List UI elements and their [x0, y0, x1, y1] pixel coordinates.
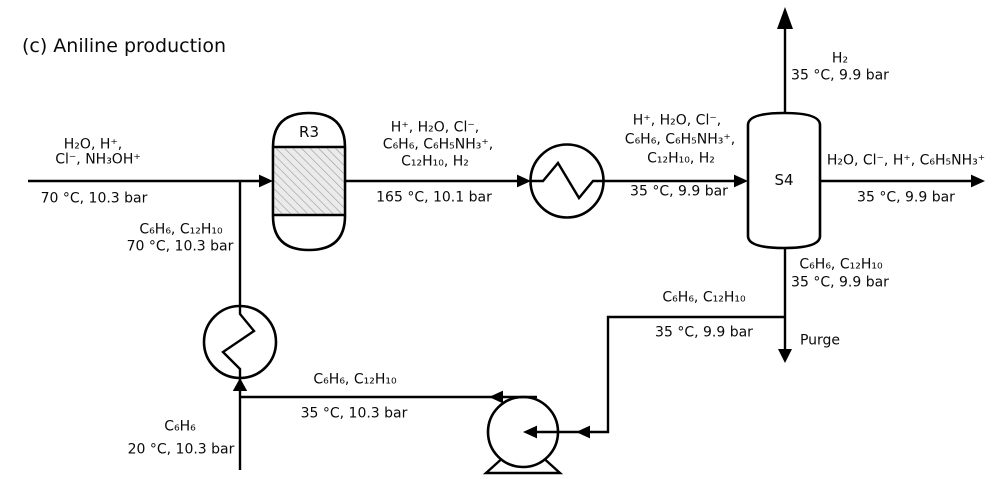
- arrowhead-into-pump: [576, 425, 590, 439]
- separator-vessel: [746, 111, 822, 250]
- reactor-effluent-components-line1: H⁺, H₂O, Cl⁻,: [390, 119, 480, 136]
- reactor-bed-boundary-lines: [273, 145, 345, 217]
- arrowhead-into-separator: [734, 174, 748, 188]
- cooled-effluent-components-line2: C₆H₆, C₆H₅NH₃⁺,: [624, 131, 736, 148]
- arrowhead-into-reactor: [259, 174, 273, 188]
- cooled-effluent-conditions: 35 °C, 9.9 bar: [630, 183, 728, 200]
- heat-exchanger-2-circle: [202, 304, 278, 380]
- separator-bottoms-components: C₆H₆, C₁₂H₁₀: [799, 256, 883, 273]
- aqueous-feed-components-line1: H₂O, H⁺,: [63, 136, 123, 153]
- heat-exchanger-1-zigzag: [531, 160, 603, 201]
- hydrogen-offgas-conditions: 35 °C, 9.9 bar: [791, 67, 889, 84]
- reactor-vessel: [271, 111, 347, 252]
- arrowhead-pump-center: [523, 425, 537, 439]
- diagram-title: (c) Aniline production: [22, 35, 226, 57]
- arrowheads: [232, 7, 985, 439]
- recycle-discharge-conditions: 35 °C, 10.3 bar: [300, 405, 408, 422]
- recycle-suction-components: C₆H₆, C₁₂H₁₀: [662, 289, 746, 306]
- recycle-to-reactor-components: C₆H₆, C₁₂H₁₀: [139, 221, 223, 238]
- aqueous-feed-components-line2: Cl⁻, NH₃OH⁺: [55, 151, 141, 168]
- separator-bottoms-conditions: 35 °C, 9.9 bar: [791, 274, 889, 291]
- hydrogen-offgas-components: H₂: [831, 50, 849, 67]
- aniline-product-conditions: 35 °C, 9.9 bar: [857, 189, 955, 206]
- separator-label: S4: [774, 170, 794, 189]
- cooled-effluent-components-line1: H⁺, H₂O, Cl⁻,: [632, 112, 722, 129]
- pump-symbol: [482, 395, 564, 475]
- arrowhead-into-hx1: [517, 174, 531, 188]
- recycle-discharge-components: C₆H₆, C₁₂H₁₀: [313, 371, 397, 388]
- reactor-effluent-conditions: 165 °C, 10.1 bar: [376, 189, 492, 206]
- recycle-line: [537, 315, 785, 434]
- reactor-effluent-components-line2: C₆H₆, C₆H₅NH₃⁺,: [382, 136, 494, 153]
- purge-label: Purge: [799, 332, 841, 349]
- aqueous-feed-conditions: 70 °C, 10.3 bar: [40, 190, 148, 207]
- arrowhead-product-out: [971, 174, 985, 188]
- arrowhead-pump-discharge: [489, 390, 503, 404]
- heat-exchanger-2-symbol: [202, 304, 278, 380]
- arrowhead-hydrogen-out: [777, 7, 793, 29]
- reactor-catalyst-bed: [274, 148, 344, 214]
- heat-exchanger-2-zigzag: [221, 306, 256, 378]
- stream-lines: [28, 26, 972, 470]
- heat-exchanger-1-symbol: [529, 143, 605, 219]
- reactor-label: R3: [299, 122, 319, 141]
- cooled-effluent-components-line3: C₁₂H₁₀, H₂: [647, 150, 715, 167]
- recycle-to-reactor-conditions: 70 °C, 10.3 bar: [126, 238, 234, 255]
- benzene-feed-components: C₆H₆: [164, 418, 196, 435]
- reactor-effluent-components-line3: C₁₂H₁₀, H₂: [401, 153, 469, 170]
- recycle-suction-conditions: 35 °C, 9.9 bar: [655, 324, 753, 341]
- arrowhead-into-hx2: [232, 378, 248, 391]
- aniline-product-components: H₂O, Cl⁻, H⁺, C₆H₅NH₃⁺: [826, 152, 986, 169]
- benzene-feed-conditions: 20 °C, 10.3 bar: [127, 441, 235, 458]
- arrowhead-purge-out: [778, 349, 792, 363]
